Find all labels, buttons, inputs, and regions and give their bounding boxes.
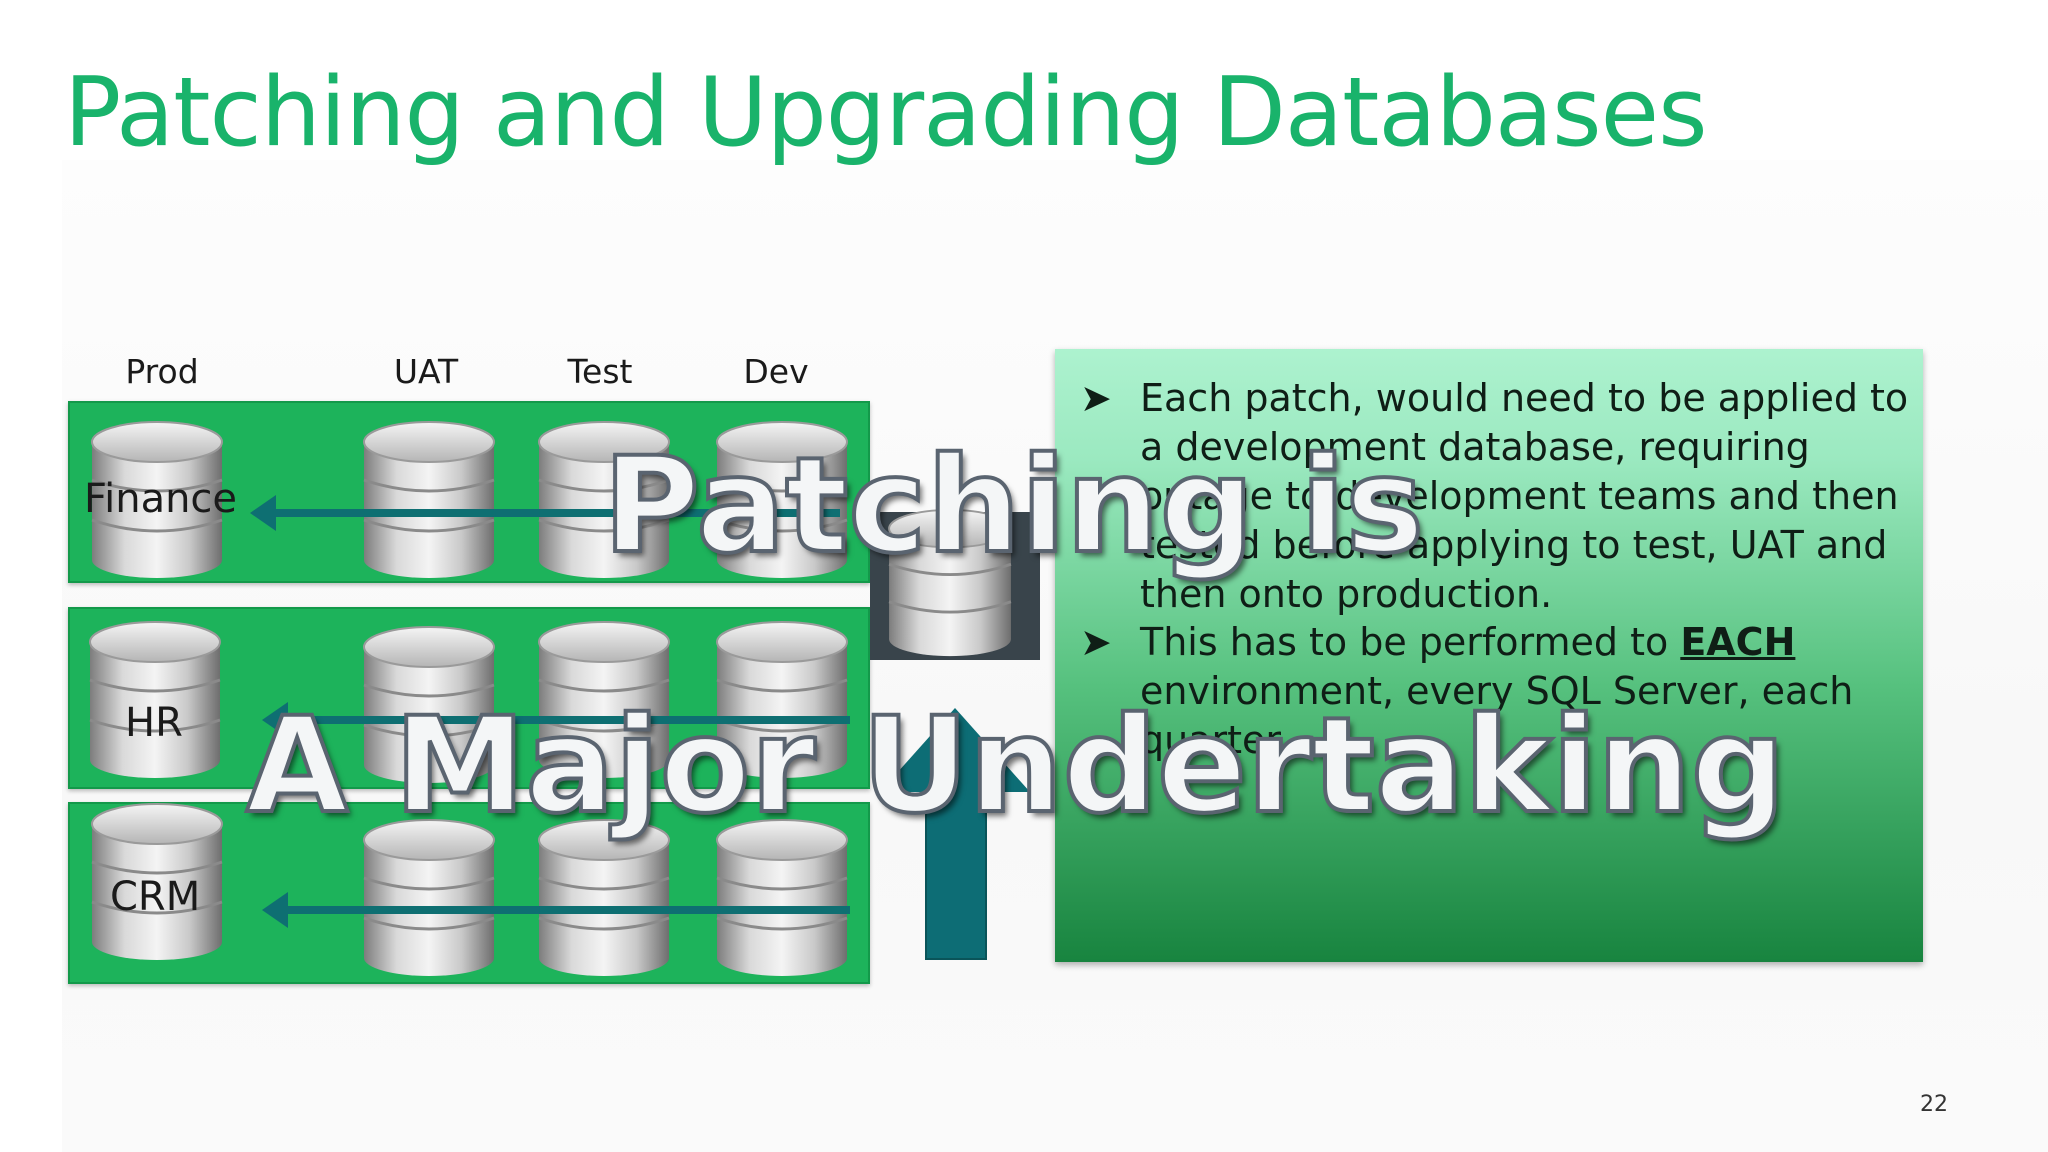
bullet-2-prefix: This has to be performed to [1140,620,1681,664]
overlay-line-2: A Major Undertaking [244,689,1787,843]
bullet-text-1: Each patch, would need to be applied to … [1140,376,1909,616]
bullet-2-emphasis: EACH [1680,620,1796,664]
bullet-text-2: This has to be performed to EACH environ… [1140,618,1920,765]
row-label-finance: Finance [84,476,238,522]
slide-title: Patching and Upgrading Databases [64,58,1708,168]
arrow-bullet-icon: ➤ [1080,376,1112,420]
page-number: 22 [1920,1092,1948,1117]
column-label-prod: Prod [125,352,199,391]
column-label-dev: Dev [743,352,809,391]
row-label-crm: CRM [110,874,201,920]
row-label-hr: HR [125,700,183,746]
promotion-arrow [250,495,840,531]
info-panel [1055,349,1923,962]
column-label-uat: UAT [393,352,459,391]
bullet-2-suffix: environment, every SQL Server, each quar… [1140,669,1854,762]
up-arrow-icon [880,708,1030,792]
arrow-bullet-icon: ➤ [1080,620,1112,664]
column-label-test: Test [567,352,633,391]
overlay-line-1: Patching is [601,429,1426,583]
promotion-arrow [262,892,850,928]
database-icon [360,420,498,580]
promotion-arrow [262,702,850,738]
